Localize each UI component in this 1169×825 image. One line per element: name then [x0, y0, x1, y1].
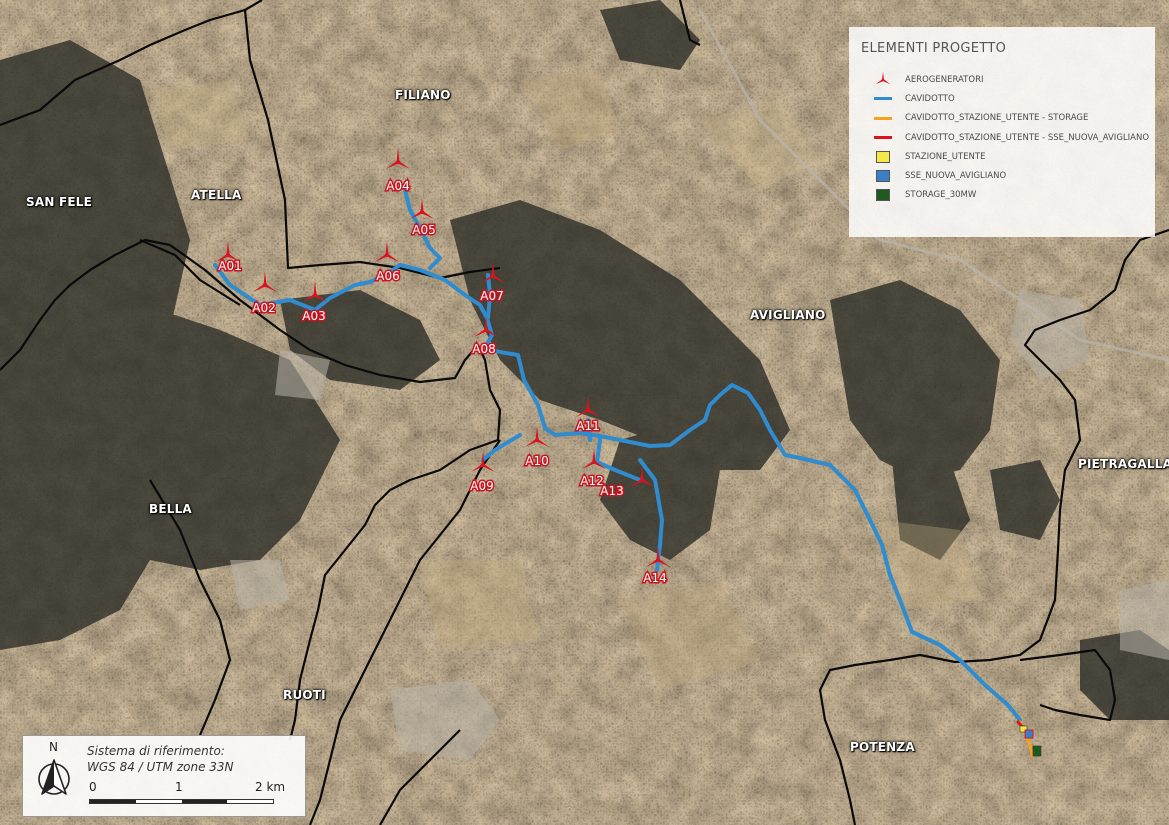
map-info-box: N Sistema di riferimento: WGS 84 / UTM z…: [22, 735, 306, 817]
legend-item: CAVIDOTTO_STAZIONE_UTENTE - SSE_NUOVA_AV…: [861, 128, 1155, 147]
line-swatch: [874, 97, 892, 101]
legend-box-swatch: [861, 189, 905, 202]
legend-box-swatch: [861, 170, 905, 183]
legend-item: AEROGENERATORI: [861, 70, 1155, 89]
forest-areas: [0, 0, 1169, 720]
turbine-label: A13: [600, 484, 623, 498]
legend-line-swatch: [861, 97, 905, 101]
turbine-label: A07: [480, 289, 503, 303]
legend-item-label: STAZIONE_UTENTE: [905, 151, 986, 162]
scale-segment: [181, 800, 228, 803]
legend-title: ELEMENTI PROGETTO: [861, 41, 1007, 56]
turbine-label: A03: [302, 309, 325, 323]
legend-item-label: CAVIDOTTO_STAZIONE_UTENTE - STORAGE: [905, 113, 1089, 124]
line-swatch: [874, 136, 892, 140]
legend-item: CAVIDOTTO: [861, 89, 1155, 108]
turbine-label: A06: [376, 269, 399, 283]
legend-line-swatch: [861, 116, 905, 120]
scale-label-1: 1: [175, 780, 183, 794]
scale-label-2km: 2 km: [255, 780, 286, 794]
sse-nuova-avigliano: [1024, 729, 1034, 739]
north-arrow-icon: [38, 759, 70, 795]
turbine-label: A08: [472, 342, 495, 356]
legend-items: AEROGENERATORI CAVIDOTTO CAVIDOTTO_STAZION…: [861, 70, 1155, 205]
storage-30mw: [1032, 745, 1042, 757]
label-potenza: POTENZA: [850, 740, 915, 754]
box-swatch: [876, 189, 890, 202]
turbine-label: A05: [412, 223, 435, 237]
substations: [1019, 725, 1042, 757]
turbine-label: A11: [576, 419, 599, 433]
box-swatch: [876, 170, 890, 183]
legend-box-swatch: [861, 150, 905, 163]
urban-areas: [230, 290, 1169, 760]
legend-panel: ELEMENTI PROGETTO AEROGENERATORI CAVIDOTT…: [849, 27, 1155, 237]
label-ruoti: RUOTI: [283, 688, 326, 702]
legend-item: SSE_NUOVA_AVIGLIANO: [861, 166, 1155, 185]
turbine-icon: [861, 71, 905, 89]
label-avigliano: AVIGLIANO: [750, 308, 826, 322]
legend-item-label: CAVIDOTTO: [905, 93, 955, 104]
cable-route: [213, 188, 1022, 722]
scale-bar: [89, 799, 274, 804]
label-san-fele: SAN FELE: [26, 195, 92, 209]
farmland-patches: [150, 70, 980, 690]
legend-item: STAZIONE_UTENTE: [861, 147, 1155, 166]
legend-item-label: AEROGENERATORI: [905, 74, 984, 85]
turbine-label: A14: [643, 571, 666, 585]
scale-segment: [90, 800, 136, 803]
main-road: [698, 9, 1169, 362]
legend-item-label: SSE_NUOVA_AVIGLIANO: [905, 171, 1007, 182]
legend-line-swatch: [861, 136, 905, 140]
label-filiano: FILIANO: [395, 88, 451, 102]
turbine-label: A02: [252, 301, 275, 315]
legend-item-label: STORAGE_30MW: [905, 190, 977, 201]
turbine-label: A04: [386, 179, 409, 193]
crs-title: Sistema di riferimento:: [87, 744, 225, 758]
label-pietragalla: PIETRAGALLA: [1078, 457, 1169, 471]
legend-item: CAVIDOTTO_STAZIONE_UTENTE - STORAGE: [861, 109, 1155, 128]
north-label: N: [49, 740, 58, 754]
crs-value: WGS 84 / UTM zone 33N: [87, 760, 234, 774]
legend-item: STORAGE_30MW: [861, 186, 1155, 205]
box-swatch: [876, 150, 890, 163]
scale-label-0: 0: [89, 780, 97, 794]
scale-segment: [227, 800, 273, 803]
turbine-label: A10: [525, 454, 548, 468]
stazione-utente: [1019, 725, 1028, 733]
scale-segment: [135, 800, 182, 803]
turbine-label: A12: [580, 474, 603, 488]
label-bella: BELLA: [149, 502, 192, 516]
turbine-label: A01: [218, 259, 241, 273]
label-atella: ATELLA: [191, 188, 242, 202]
legend-item-label: CAVIDOTTO_STAZIONE_UTENTE - SSE_NUOVA_AV…: [905, 132, 1150, 143]
line-swatch: [874, 116, 892, 120]
turbine-label: A09: [470, 479, 493, 493]
